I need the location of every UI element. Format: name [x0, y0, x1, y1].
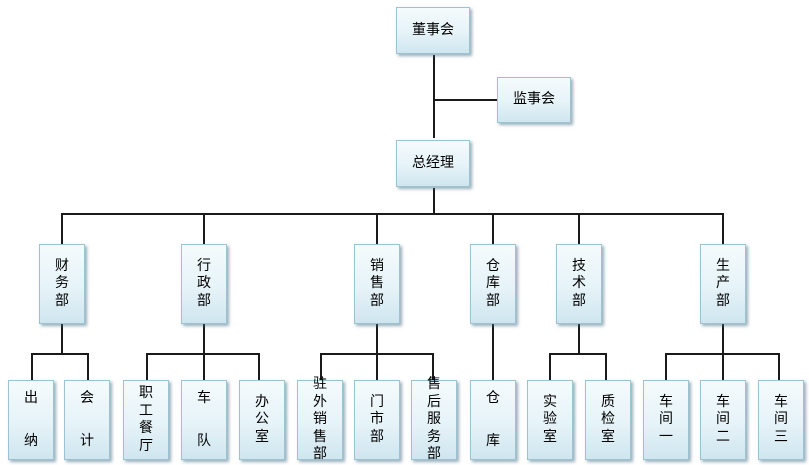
- node-unit-office: 办公室: [239, 380, 285, 460]
- connector-admin-u3: [258, 353, 260, 380]
- node-supervisor-label: 监事会: [513, 91, 555, 108]
- node-board-label: 董事会: [412, 21, 454, 38]
- node-unit-qc: 质检室: [585, 380, 631, 460]
- connector-dept-bus: [61, 213, 724, 215]
- connector-tech-down: [578, 324, 580, 354]
- node-unit-accounting-label: 会计: [80, 389, 94, 449]
- node-board: 董事会: [396, 7, 470, 54]
- connector-dept-admin: [203, 213, 205, 244]
- node-unit-workshop-2: 车间二: [700, 380, 746, 460]
- node-unit-warehouse: 仓库: [470, 380, 516, 460]
- connector-production-bus: [665, 353, 780, 355]
- connector-production-down: [722, 324, 724, 380]
- connector-sales-u1: [320, 353, 322, 380]
- connector-dept-warehouse: [492, 213, 494, 244]
- connector-warehouse-down: [492, 324, 494, 380]
- node-unit-fleet: 车队: [181, 380, 227, 460]
- node-unit-workshop-1: 车间一: [643, 380, 689, 460]
- node-unit-after-sales: 售后服务部: [411, 376, 457, 462]
- node-dept-sales: 销售部: [354, 244, 400, 324]
- node-unit-workshop-3: 车间三: [758, 380, 804, 460]
- connector-production-u1: [665, 353, 667, 380]
- connector-dept-finance: [61, 213, 63, 244]
- node-unit-store-label: 门市部: [370, 393, 384, 445]
- node-supervisor: 监事会: [497, 77, 571, 123]
- node-unit-after-sales-label: 售后服务部: [427, 376, 441, 463]
- node-unit-workshop-1-label: 车间一: [659, 393, 673, 445]
- connector-finance-u2: [87, 353, 89, 380]
- connector-finance-bus: [31, 353, 89, 355]
- node-gm: 总经理: [396, 140, 470, 187]
- connector-gm-down: [433, 188, 435, 214]
- node-unit-field-sales: 驻外销售部: [297, 376, 343, 462]
- node-dept-warehouse: 仓库部: [470, 244, 516, 324]
- connector-production-u3: [778, 353, 780, 380]
- node-unit-warehouse-label: 仓库: [486, 389, 500, 449]
- node-unit-workshop-2-label: 车间二: [716, 393, 730, 445]
- node-unit-fleet-label: 车队: [197, 389, 211, 449]
- connector-sales-u3: [432, 353, 434, 380]
- connector-finance-down: [61, 324, 63, 354]
- node-unit-qc-label: 质检室: [601, 393, 615, 445]
- connector-dept-production: [722, 213, 724, 244]
- node-dept-sales-label: 销售部: [370, 257, 384, 309]
- node-unit-canteen: 职工餐厅: [123, 380, 169, 460]
- node-dept-production-label: 生产部: [716, 257, 730, 309]
- node-dept-admin: 行政部: [181, 244, 227, 324]
- connector-sales-bus: [320, 353, 434, 355]
- node-unit-store: 门市部: [354, 380, 400, 460]
- connector-to-supervisor: [433, 99, 497, 101]
- connector-board-to-gm: [433, 55, 435, 138]
- connector-dept-tech: [578, 213, 580, 244]
- node-unit-accounting: 会计: [64, 380, 110, 460]
- node-dept-tech-label: 技术部: [572, 257, 586, 309]
- node-unit-cashier-label: 出纳: [24, 389, 38, 449]
- node-dept-tech: 技术部: [556, 244, 602, 324]
- node-dept-warehouse-label: 仓库部: [486, 257, 500, 309]
- node-dept-finance: 财务部: [39, 244, 85, 324]
- node-unit-workshop-3-label: 车间三: [774, 393, 788, 445]
- connector-dept-sales: [376, 213, 378, 244]
- connector-tech-u2: [605, 353, 607, 380]
- node-dept-production: 生产部: [700, 244, 746, 324]
- node-unit-canteen-label: 职工餐厅: [139, 385, 153, 454]
- connector-tech-u1: [549, 353, 551, 380]
- node-dept-finance-label: 财务部: [55, 257, 69, 309]
- connector-tech-bus: [549, 353, 607, 355]
- node-unit-lab-label: 实验室: [543, 393, 557, 445]
- node-unit-cashier: 出纳: [8, 380, 54, 460]
- connector-admin-bus: [146, 353, 260, 355]
- connector-finance-u1: [31, 353, 33, 380]
- connector-admin-u1: [146, 353, 148, 380]
- node-gm-label: 总经理: [412, 154, 454, 171]
- connector-admin-down: [203, 324, 205, 380]
- node-unit-field-sales-label: 驻外销售部: [313, 376, 327, 463]
- node-unit-lab: 实验室: [527, 380, 573, 460]
- connector-sales-down: [376, 324, 378, 380]
- node-unit-office-label: 办公室: [255, 393, 269, 445]
- node-dept-admin-label: 行政部: [197, 257, 211, 309]
